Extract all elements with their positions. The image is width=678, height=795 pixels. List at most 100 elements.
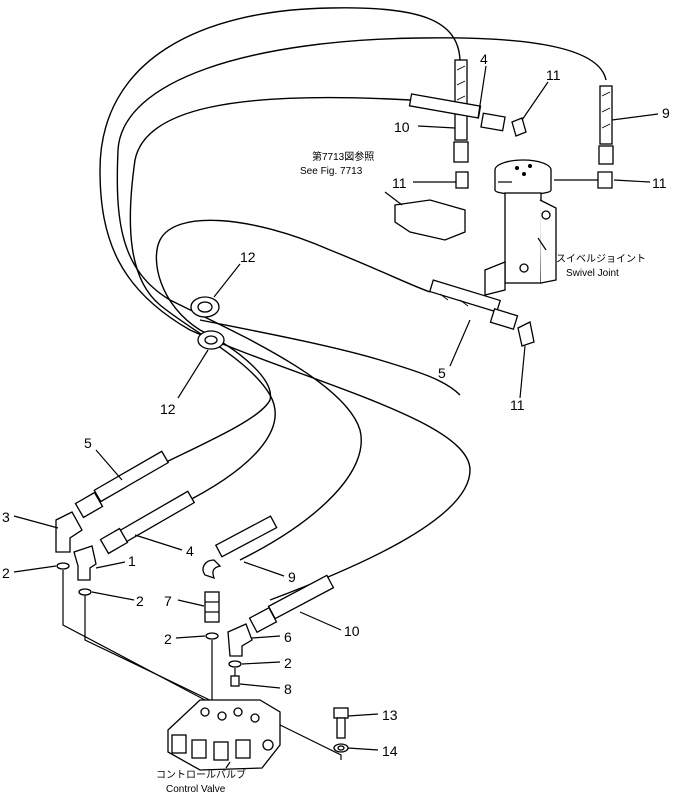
hose-5-fitting [489, 307, 519, 331]
valve-spool [235, 739, 251, 759]
swivel-port [515, 166, 519, 170]
hose-9-fitting [598, 145, 614, 165]
swivel-side-plate [539, 199, 557, 284]
callout-7: 7 [164, 593, 172, 609]
callout-11-bottom: 11 [510, 397, 525, 413]
fitting-11-left [455, 171, 469, 189]
elbow-11-top [511, 117, 527, 137]
elbow-6 [227, 623, 253, 657]
callout-2-left: 2 [2, 565, 10, 581]
valve-port [262, 739, 274, 751]
oring-2-right [228, 660, 242, 668]
bolt-13-shank [336, 717, 346, 739]
elbow-3 [55, 511, 83, 553]
valve-port [250, 713, 260, 723]
hose-10-fitting [453, 141, 469, 163]
valve-spool [171, 734, 187, 754]
valve-port [200, 707, 210, 717]
callout-14: 14 [382, 743, 398, 759]
hose-4-sleeve [408, 93, 482, 119]
lower-fittings [55, 511, 349, 753]
clamp-12-upper-hole [197, 301, 213, 313]
callout-11-right: 11 [652, 175, 667, 191]
hose-9-lower-sleeve [214, 515, 278, 558]
hose-4-lower-sleeve [119, 490, 196, 543]
callout-9-top: 9 [662, 105, 670, 121]
swivel-joint-jp-label: スイベルジョイント [556, 253, 646, 265]
lower-hoses [74, 450, 335, 634]
hose-4-fitting [480, 112, 506, 132]
hose-5-lower-fitting [74, 491, 104, 519]
see-fig-jp-label: 第7713図参照 [312, 150, 374, 163]
hose-9-sleeve [599, 85, 613, 145]
callout-3: 3 [2, 509, 10, 525]
washer-14-hole [337, 745, 345, 751]
hose-route-inner [199, 319, 461, 396]
see-fig-en-label: See Fig. 7713 [300, 166, 363, 177]
hose-route-5 [149, 219, 431, 471]
callout-12-lower: 12 [160, 401, 176, 417]
oring-2-mid [78, 588, 92, 596]
swivel-bolt [541, 210, 551, 220]
captions: 第7713図参照 See Fig. 7713 スイベルジョイント Swivel … [156, 150, 646, 795]
connection-lines [62, 570, 342, 760]
elbow-11-bottom [517, 321, 535, 347]
hose-10-lower-fitting [248, 606, 278, 634]
hose-route-9 [116, 37, 607, 561]
bracket [384, 191, 466, 241]
hose-9-lower-bend [202, 559, 222, 580]
swivel-foot [484, 261, 506, 296]
valve-spool [213, 741, 229, 761]
callout-11-left: 11 [392, 175, 407, 191]
callout-4-lower: 4 [186, 543, 194, 559]
swivel-joint [484, 159, 557, 296]
oring-2-center [205, 632, 219, 640]
hose-5-sleeve [428, 279, 502, 313]
callout-1: 1 [128, 553, 136, 569]
callout-10-top: 10 [394, 119, 410, 135]
hose-4-lower-fitting [99, 527, 129, 555]
oring-2-left [56, 562, 70, 570]
bracket-plate [394, 199, 466, 241]
hose-10-sleeve [454, 59, 468, 141]
clamps [190, 296, 225, 350]
callout-8: 8 [284, 681, 292, 697]
hose-5-upper [428, 279, 535, 347]
callout-2-center: 2 [164, 631, 172, 647]
swivel-port [522, 172, 526, 176]
hose-5-lower-sleeve [93, 450, 170, 503]
callout-2-mid: 2 [136, 593, 144, 609]
leader-lines [13, 65, 659, 769]
callout-4-top: 4 [480, 51, 488, 67]
hose-route-4 [129, 96, 411, 506]
callout-9-lower: 9 [288, 569, 296, 585]
swivel-bolt [519, 263, 529, 273]
callout-5-lower: 5 [84, 435, 92, 451]
callout-5-top: 5 [438, 365, 446, 381]
check-valve-7 [204, 591, 220, 623]
valve-port [217, 711, 227, 721]
valve-spool [191, 739, 207, 759]
swivel-joint-en-label: Swivel Joint [566, 268, 619, 279]
callout-10-lower: 10 [344, 623, 360, 639]
hose-4-upper [408, 93, 527, 137]
plug-8 [230, 675, 240, 687]
hose-10-upper [453, 59, 469, 189]
elbow-11-right [597, 171, 613, 189]
elbow-1 [73, 545, 97, 581]
callout-12-upper: 12 [240, 249, 256, 265]
bolt-13-head [333, 707, 349, 719]
control-valve-jp-label: コントロールバルブ [156, 768, 246, 781]
control-valve [167, 699, 281, 771]
valve-port [233, 707, 243, 717]
callouts: 4 11 9 10 11 11 11 5 12 12 5 3 2 1 2 4 9… [2, 51, 670, 759]
callout-2-right: 2 [284, 655, 292, 671]
swivel-port [528, 164, 532, 168]
callout-6: 6 [284, 629, 292, 645]
clamp-12-lower-hole [204, 335, 218, 345]
hose-routes [99, 7, 607, 601]
hose-route-10 [99, 7, 471, 601]
control-valve-en-label: Control Valve [166, 784, 226, 795]
callout-11-top: 11 [546, 67, 561, 83]
